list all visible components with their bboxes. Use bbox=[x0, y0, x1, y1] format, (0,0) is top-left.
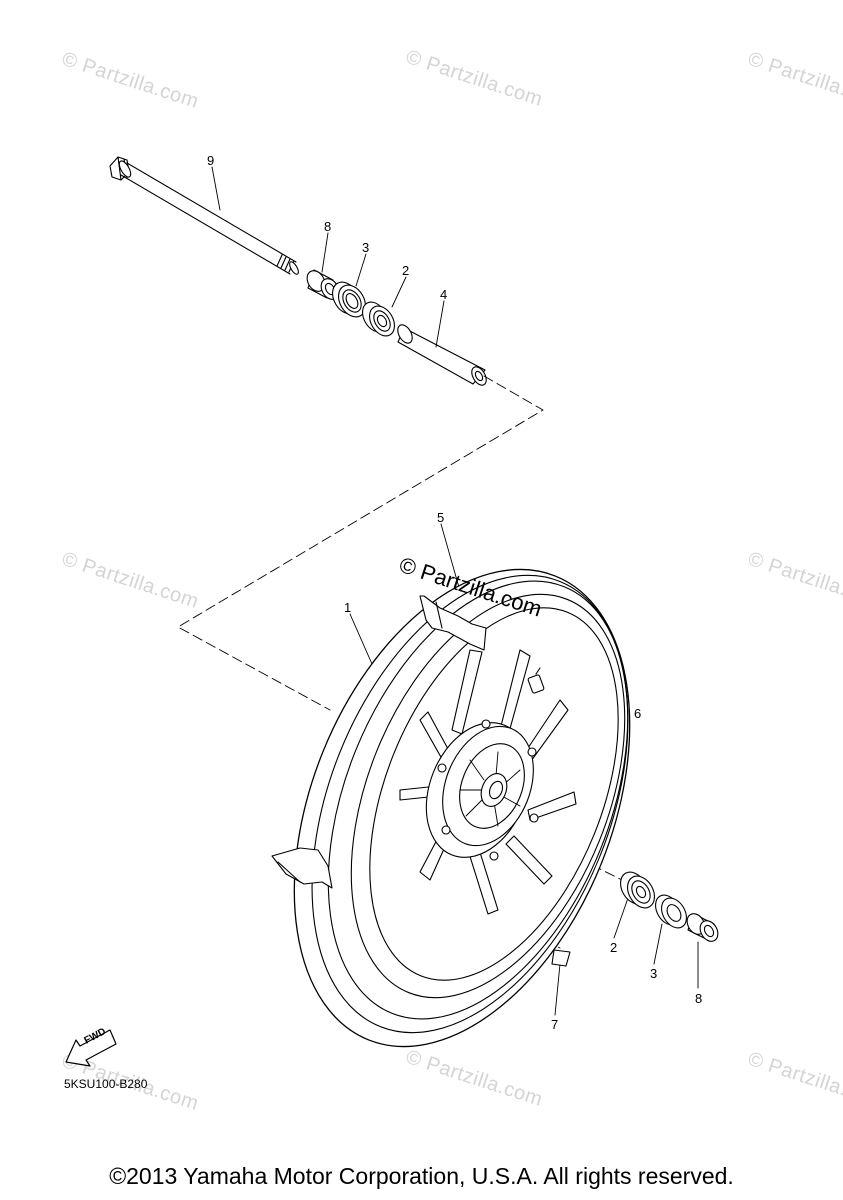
spacer-part-4 bbox=[397, 324, 487, 386]
diagram-code: 5KSU100-B280 bbox=[64, 1077, 148, 1091]
tire-cutaway-part-5 bbox=[271, 595, 487, 889]
axle-part-9 bbox=[109, 156, 299, 275]
callout-8-top: 8 bbox=[324, 219, 332, 234]
collar-part-8-top bbox=[306, 269, 340, 300]
bearing-part-2-bottom bbox=[620, 871, 655, 909]
collar-part-8-bottom bbox=[686, 913, 719, 942]
callout-7: 7 bbox=[551, 1017, 559, 1032]
air-valve-part-6 bbox=[527, 667, 545, 694]
wheel-part-1 bbox=[293, 568, 631, 1048]
callout-9: 9 bbox=[207, 153, 215, 168]
callout-1: 1 bbox=[344, 600, 352, 615]
bearing-part-2-top bbox=[362, 301, 395, 337]
fwd-arrow-icon bbox=[65, 1029, 117, 1067]
callout-8-bottom: 8 bbox=[695, 991, 703, 1006]
callout-2-bottom: 2 bbox=[610, 940, 618, 955]
callout-6: 6 bbox=[634, 706, 642, 721]
callout-4: 4 bbox=[440, 287, 448, 302]
oil-seal-part-3-top bbox=[332, 281, 366, 318]
callout-3-top: 3 bbox=[362, 240, 370, 255]
callout-5: 5 bbox=[437, 510, 445, 525]
oil-seal-part-3-bottom bbox=[655, 894, 687, 929]
copyright-notice: ©2013 Yamaha Motor Corporation, U.S.A. A… bbox=[109, 1163, 734, 1189]
callout-3-bottom: 3 bbox=[650, 966, 658, 981]
balance-weight-part-7 bbox=[551, 949, 571, 967]
callout-2-top: 2 bbox=[402, 263, 410, 278]
